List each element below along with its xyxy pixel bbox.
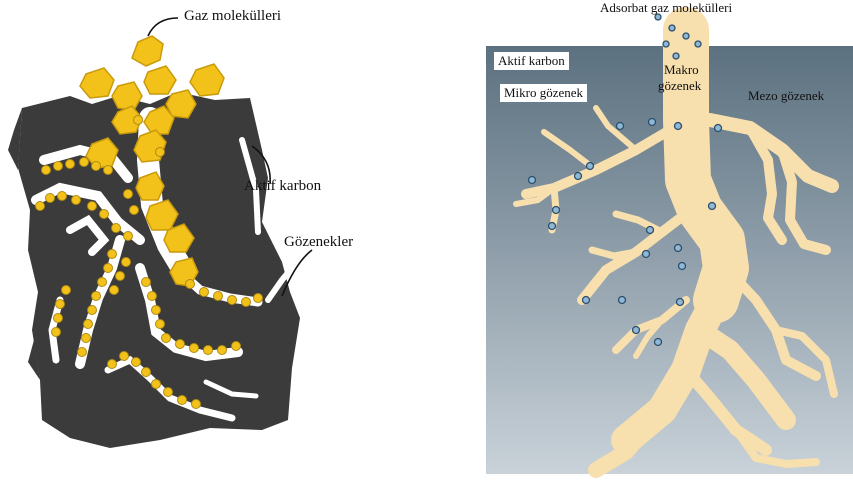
gas-molecules-label: Gaz molekülleri <box>184 8 281 25</box>
right-activated-carbon-label: Aktif karbon <box>494 52 569 70</box>
meso-pore-label: Mezo gözenek <box>748 88 824 104</box>
macro-pore-label-line2: gözenek <box>658 78 701 94</box>
macro-pore-label-line1: Makro <box>664 62 699 78</box>
activated-carbon-label: Aktif karbon <box>244 178 321 195</box>
activated-carbon-illustration <box>0 0 430 485</box>
activated-carbon-diagram: Gaz molekülleri Aktif karbon Gözenekler <box>0 0 430 485</box>
adsorbate-gas-molecules-label: Adsorbat gaz molekülleri <box>600 0 732 16</box>
micro-pore-label: Mikro gözenek <box>500 84 587 102</box>
pores-label: Gözenekler <box>284 234 353 251</box>
pore-structure-diagram: Adsorbat gaz molekülleri Aktif karbon Ma… <box>486 0 853 485</box>
